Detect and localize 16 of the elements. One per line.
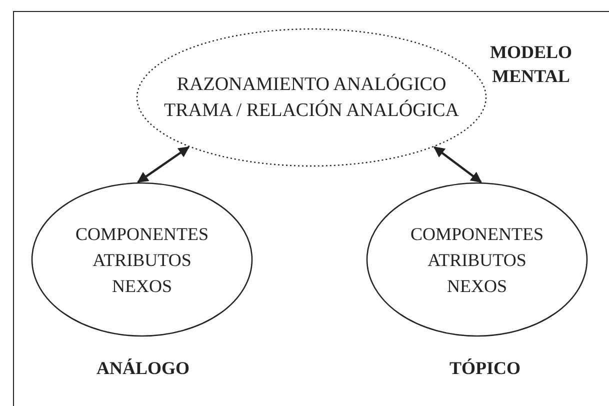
oval (366, 182, 588, 337)
node-text: COMPONENTES (410, 222, 544, 246)
group-heading: MODELO MENTAL (488, 41, 573, 88)
node-text: COMPONENTES (75, 222, 208, 246)
dotted-oval (136, 28, 487, 167)
node-text: RAZONAMIENTO ANALÓGICO (176, 72, 446, 96)
group-heading: TÓPICO (448, 357, 522, 380)
double-arrow (433, 146, 482, 183)
node-text: TRAMA / RELACIÓN ANALÓGICA (164, 98, 460, 122)
double-arrow (137, 146, 190, 183)
oval (31, 182, 253, 337)
node-text: ATRIBUTOS (428, 248, 526, 272)
node-text: ATRIBUTOS (92, 248, 192, 272)
node-text: NEXOS (446, 274, 507, 298)
group-heading: ANÁLOGO (95, 357, 190, 380)
node-text: NEXOS (112, 274, 172, 298)
